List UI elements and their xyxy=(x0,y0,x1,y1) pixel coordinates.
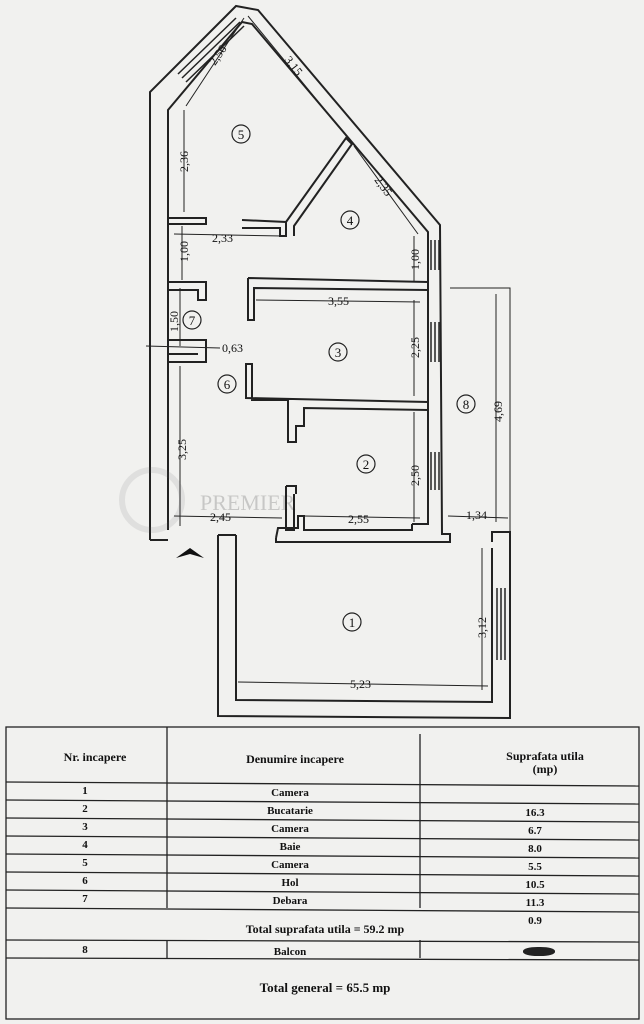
room-label-2: 2 xyxy=(363,457,370,472)
dim-label: 2,35 xyxy=(372,174,396,199)
interior-walls xyxy=(168,136,429,539)
entrance-arrow-icon xyxy=(176,548,204,558)
dim-label: 2,33 xyxy=(212,231,233,245)
row-1-area: 16.3 xyxy=(525,806,545,819)
room-label-7: 7 xyxy=(189,313,196,328)
row-5-area: 10.5 xyxy=(525,878,545,891)
row-7-name: Debara xyxy=(272,894,308,907)
row-5-name: Camera xyxy=(271,858,309,871)
room-label-3: 3 xyxy=(335,345,342,360)
row-6-area: 11.3 xyxy=(525,896,545,909)
dim-label: 2,36 xyxy=(177,151,191,172)
row-2-nr: 2 xyxy=(82,802,88,815)
header-name: Denumire incapere xyxy=(246,751,344,766)
row-4-nr: 4 xyxy=(82,838,88,851)
dim-label: 0,63 xyxy=(222,341,243,355)
row-4-area: 5.5 xyxy=(528,860,542,873)
row-5-nr: 5 xyxy=(82,856,88,869)
row-1-name: Camera xyxy=(271,786,309,799)
room-label-5: 5 xyxy=(238,127,245,142)
total-util: Total suprafata utila = 59.2 mp xyxy=(245,921,405,936)
row-2-name: Bucatarie xyxy=(267,804,313,817)
watermark-logo xyxy=(119,467,185,533)
room-label-1: 1 xyxy=(349,615,356,630)
floor-plan: PREMIER 2,56 3,15 2,36 2,35 2,33 1,00 1,… xyxy=(119,4,511,720)
row-7-area: 0.9 xyxy=(528,914,542,927)
dim-label: 1,50 xyxy=(167,311,181,332)
row-2-area: 6.7 xyxy=(528,824,542,837)
dim-label: 2,56 xyxy=(206,42,230,67)
dim-label: 3,12 xyxy=(475,617,489,638)
row-8-name: Balcon xyxy=(273,945,307,958)
row-3-name: Camera xyxy=(271,822,309,835)
dim-label: 3,55 xyxy=(328,294,349,308)
room-label-4: 4 xyxy=(347,213,354,228)
dim-label: 1,00 xyxy=(177,241,191,262)
row-3-nr: 3 xyxy=(82,820,88,833)
room-label-8: 8 xyxy=(463,397,470,412)
dim-label: 2,25 xyxy=(408,337,422,358)
dim-label: 1,00 xyxy=(408,249,422,270)
dim-label: 2,50 xyxy=(408,465,422,486)
row-8-nr: 8 xyxy=(82,943,88,956)
table-grid xyxy=(5,726,640,1020)
room-table: Nr. incapere Denumire incapere Suprafata… xyxy=(5,726,640,1020)
row-1-nr: 1 xyxy=(82,784,88,797)
room-label-6: 6 xyxy=(224,377,231,392)
row-6-name: Hol xyxy=(281,876,299,889)
dim-label: 1,34 xyxy=(466,508,487,522)
header-nr: Nr. incapere xyxy=(63,749,127,764)
outer-walls xyxy=(149,4,511,720)
dim-label: 2,45 xyxy=(210,510,231,524)
room-markers xyxy=(182,124,476,632)
watermark-text: PREMIER xyxy=(200,490,296,515)
dim-label: 4,69 xyxy=(491,401,505,422)
dim-label: 5,23 xyxy=(350,677,371,691)
dim-label: 3,15 xyxy=(282,53,306,78)
dim-label: 2,55 xyxy=(348,512,369,526)
row-4-name: Baie xyxy=(279,840,301,853)
row-7-nr: 7 xyxy=(82,892,88,905)
header-area: Suprafata utila (mp) xyxy=(506,749,584,776)
row-3-area: 8.0 xyxy=(528,842,542,855)
row-6-nr: 6 xyxy=(82,874,88,887)
dim-label: 3,25 xyxy=(175,439,189,460)
redacted-mark xyxy=(523,947,555,956)
total-general: Total general = 65.5 mp xyxy=(259,979,391,995)
dimension-lines xyxy=(145,15,511,690)
windows xyxy=(177,17,506,660)
